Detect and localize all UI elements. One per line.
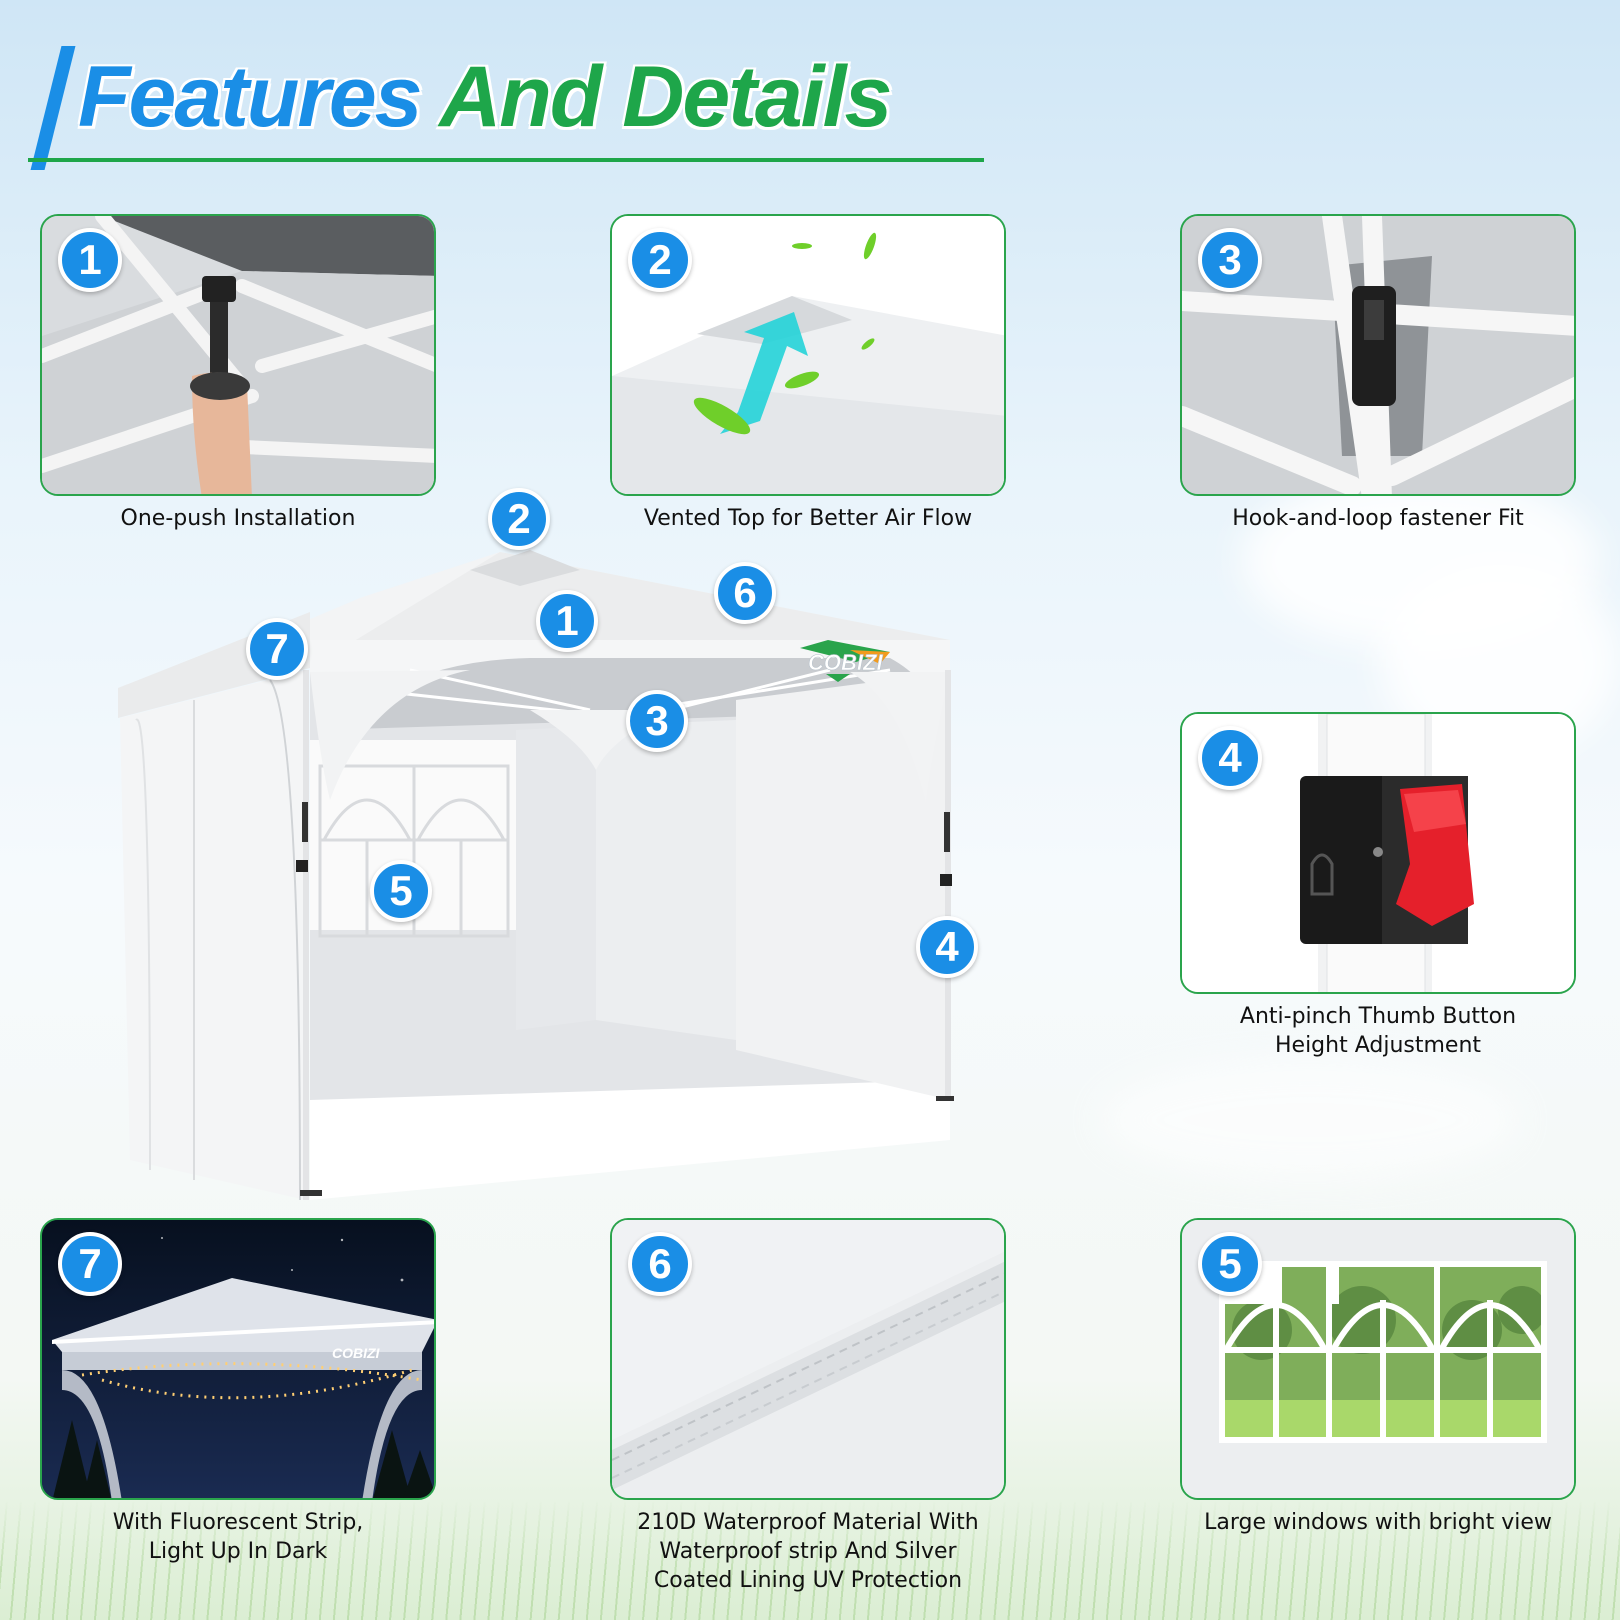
hook-and-loop-photo — [1182, 216, 1574, 494]
feature-caption: Large windows with bright view — [1204, 1510, 1552, 1535]
one-push-photo — [42, 216, 434, 494]
tent-marker-height: 4 — [916, 916, 978, 978]
feature-card-thumb-button: 4 — [1180, 712, 1576, 994]
feature-card-fluorescent-strip: COBIZI 7 — [40, 1218, 436, 1500]
title-part-green: And Details — [439, 49, 892, 145]
leaf-icon — [693, 232, 877, 435]
feature-number-badge: 5 — [1198, 1232, 1262, 1296]
vented-top-photo — [612, 216, 1004, 494]
feature-caption: Hook-and-loop fastener Fit — [1232, 506, 1524, 531]
feature-caption: 210D Waterproof Material With Waterproof… — [637, 1510, 979, 1593]
title-underline — [28, 158, 984, 162]
page-title: Features And Details — [28, 46, 984, 170]
tent-marker-waterproof: 6 — [714, 562, 776, 624]
feature-caption: With Fluorescent Strip, Light Up In Dark — [112, 1510, 364, 1564]
thumb-button-icon — [1182, 714, 1574, 992]
feature-caption: Vented Top for Better Air Flow — [643, 506, 973, 531]
canopy-tent: COBIZI — [118, 550, 954, 1200]
feature-card-hook-and-loop: 3 — [1180, 214, 1576, 496]
tent-marker-fastener: 3 — [626, 690, 688, 752]
tent-marker-fluorescent: 7 — [246, 618, 308, 680]
airflow-arrow-icon — [720, 312, 808, 434]
title-part-blue: Features — [78, 49, 422, 145]
brand-logo: COBIZI — [800, 640, 890, 682]
feature-caption: One-push Installation — [120, 506, 356, 531]
background-grass — [0, 1500, 1620, 1620]
tent-brand-small: COBIZI — [332, 1345, 381, 1361]
feature-number-badge: 7 — [58, 1232, 122, 1296]
feature-card-waterproof: 6 — [610, 1218, 1006, 1500]
feature-card-vented-top: 2 — [610, 214, 1006, 496]
feature-number-badge: 6 — [628, 1232, 692, 1296]
feature-caption: Anti-pinch Thumb Button Height Adjustmen… — [1239, 1004, 1517, 1058]
feature-card-one-push: 1 — [40, 214, 436, 496]
svg-text:COBIZI: COBIZI — [808, 650, 883, 675]
tent-marker-one-push: 1 — [536, 590, 598, 652]
tent-marker-vent: 2 — [488, 488, 550, 550]
feature-number-badge: 1 — [58, 228, 122, 292]
feature-number-badge: 3 — [1198, 228, 1262, 292]
background-cloud — [1100, 1060, 1520, 1180]
tent-illustration: COBIZI — [110, 540, 970, 1200]
title-accent-bar — [30, 46, 76, 170]
feature-card-large-windows: 5 — [1180, 1218, 1576, 1500]
feature-number-badge: 2 — [628, 228, 692, 292]
tent-marker-windows: 5 — [370, 860, 432, 922]
feature-number-badge: 4 — [1198, 726, 1262, 790]
